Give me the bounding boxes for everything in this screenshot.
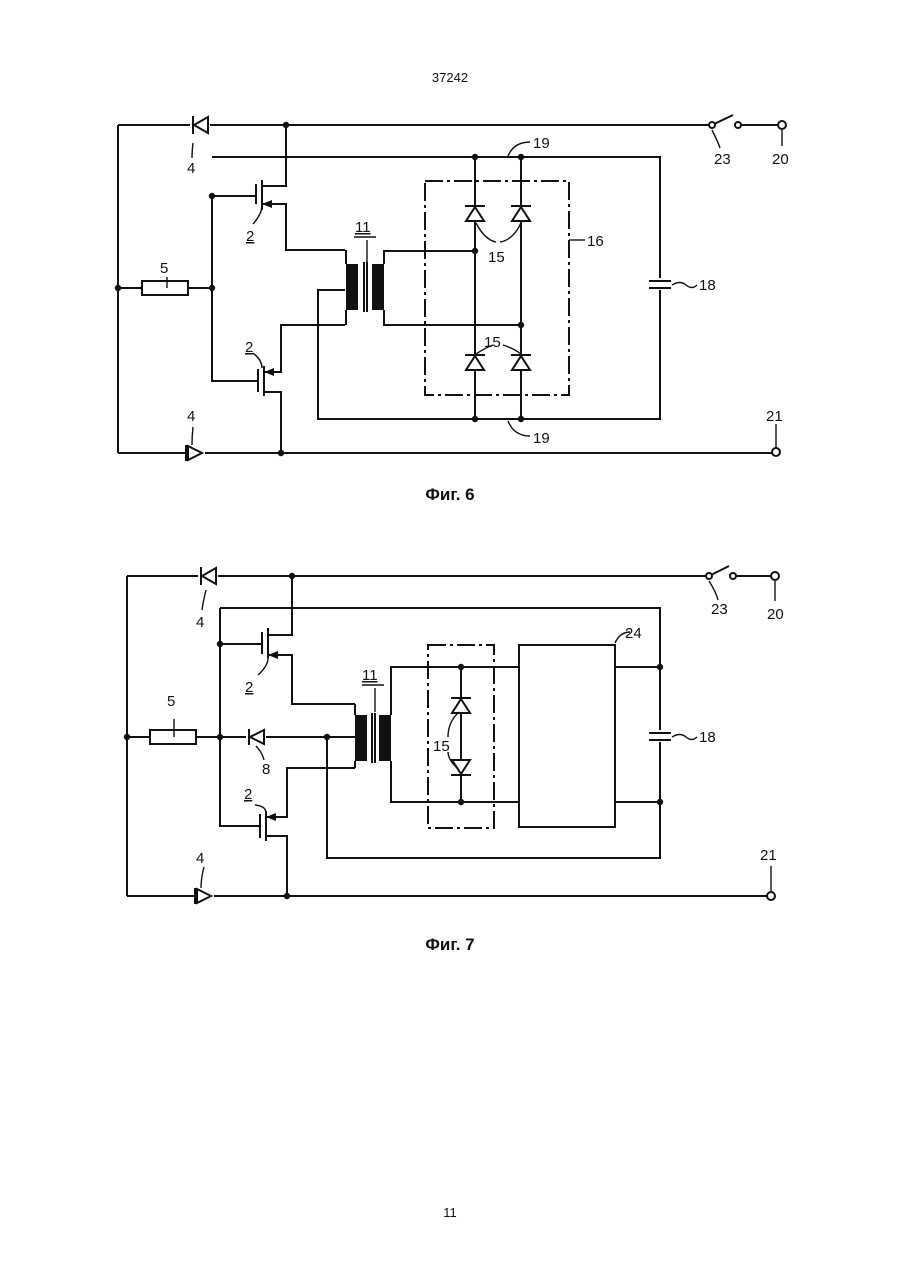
fig7-label-diode-bottom: 4 <box>196 850 204 867</box>
fig6-label-transformer: 11 <box>355 219 371 236</box>
fig6-transistor-bottom <box>258 325 345 453</box>
fig7-label-switch: 23 <box>711 601 728 618</box>
fig6-label-resistor: 5 <box>160 260 168 277</box>
fig6-label-bus-top: 19 <box>533 135 550 152</box>
fig7-label-transformer: 11 <box>362 667 378 684</box>
fig6-diode-top <box>193 116 208 134</box>
fig6-label-rectifier-diodes-upper: 15 <box>488 249 505 266</box>
fig7-label-terminal-plus: 20 <box>767 606 784 623</box>
figure-7-caption: Фиг. 7 <box>0 935 900 955</box>
fig7-block-24 <box>519 645 615 827</box>
fig7-label-capacitor: 18 <box>699 729 716 746</box>
fig7-capacitor <box>649 730 672 742</box>
fig7-label-rectifier-diodes: 15 <box>433 738 450 755</box>
fig7-resistor <box>150 730 196 744</box>
fig7-transistor-top <box>220 576 355 704</box>
fig7-diode-8 <box>249 729 264 745</box>
fig6-label-capacitor: 18 <box>699 277 716 294</box>
fig7-diode-top <box>201 567 216 585</box>
fig6-label-transistor-top: 2 <box>246 228 254 245</box>
fig6-label-diode-bottom: 4 <box>187 408 195 425</box>
fig6-label-transistor-bottom: 2 <box>245 339 253 356</box>
fig6-transistor-top <box>212 125 345 250</box>
fig6-label-rectifier-block: 16 <box>587 233 604 250</box>
fig6-label-diode-top: 4 <box>187 160 195 177</box>
figure-6-circuit <box>115 115 786 461</box>
fig6-diode-bottom <box>186 445 202 461</box>
fig6-label-switch: 23 <box>714 151 731 168</box>
fig7-label-block-24: 24 <box>625 625 642 642</box>
fig6-label-bus-bottom: 19 <box>533 430 550 447</box>
fig7-transistor-bottom <box>260 768 355 896</box>
fig7-label-diode-8: 8 <box>262 761 270 778</box>
page-number: 11 <box>0 1205 900 1220</box>
figure-7-circuit <box>124 566 779 904</box>
fig7-label-terminal-minus: 21 <box>760 847 777 864</box>
fig7-label-diode-top: 4 <box>196 614 204 631</box>
fig6-resistor <box>142 281 188 295</box>
figure-6-caption: Фиг. 6 <box>0 485 900 505</box>
fig7-label-transistor-bottom: 2 <box>244 786 252 803</box>
fig6-label-terminal-minus: 21 <box>766 408 783 425</box>
fig7-terminal-20 <box>771 572 779 580</box>
fig6-label-rectifier-diodes-lower: 15 <box>484 334 501 351</box>
fig7-terminal-21 <box>767 892 775 900</box>
fig6-capacitor <box>649 278 672 290</box>
fig6-rectifier-block <box>425 181 569 395</box>
fig6-terminal-21 <box>772 448 780 456</box>
fig6-label-terminal-plus: 20 <box>772 151 789 168</box>
fig6-terminal-20 <box>778 121 786 129</box>
fig7-diode-bottom <box>195 888 211 904</box>
fig7-label-resistor: 5 <box>167 693 175 710</box>
fig6-inner-loop <box>212 157 660 419</box>
fig7-label-transistor-top: 2 <box>245 679 253 696</box>
